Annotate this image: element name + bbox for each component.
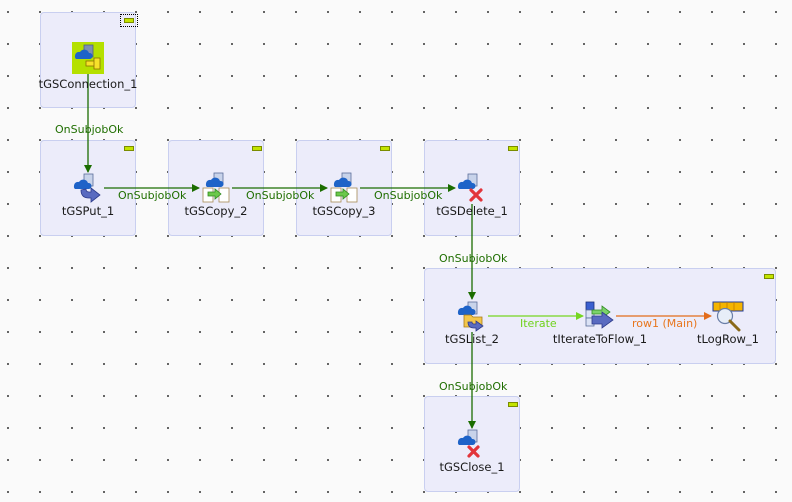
link-label-row1-main[interactable]: row1 (Main) — [632, 317, 698, 330]
component-tgsdelete-1[interactable]: tGSDelete_1 — [407, 172, 537, 218]
subjob-collapse-button[interactable] — [764, 274, 774, 279]
link-label-onsubjobok[interactable]: OnSubjobOk — [118, 189, 187, 202]
component-tgsconnection-1[interactable]: tGSConnection_1 — [23, 40, 153, 100]
gs-put-icon — [72, 172, 104, 204]
component-tgscopy-2[interactable]: tGSCopy_2 — [151, 172, 281, 218]
component-label: tGSPut_1 — [61, 204, 115, 218]
component-tgscopy-3[interactable]: tGSCopy_3 — [279, 172, 409, 218]
component-label: tGSCopy_2 — [184, 204, 248, 218]
subjob-collapse-button[interactable] — [124, 146, 134, 151]
subjob-collapse-button[interactable] — [120, 14, 138, 27]
component-label: tGSConnection_1 — [38, 77, 138, 91]
link-label-onsubjobok[interactable]: OnSubjobOk — [55, 123, 124, 136]
component-label: tGSCopy_3 — [312, 204, 376, 218]
component-label: tIterateToFlow_1 — [552, 332, 648, 346]
component-tgsput-1[interactable]: tGSPut_1 — [23, 172, 153, 218]
link-label-iterate[interactable]: Iterate — [520, 317, 557, 330]
component-label: tGSDelete_1 — [436, 204, 508, 218]
subjob-collapse-button[interactable] — [508, 146, 518, 151]
subjob-collapse-button[interactable] — [380, 146, 390, 151]
component-tgsclose-1[interactable]: tGSClose_1 — [407, 428, 537, 474]
link-label-onsubjobok[interactable]: OnSubjobOk — [439, 252, 508, 265]
gs-delete-icon — [456, 172, 488, 204]
iterate-to-flow-icon — [584, 300, 616, 332]
component-label: tGSList_2 — [445, 332, 499, 346]
log-row-icon — [712, 300, 744, 332]
link-label-onsubjobok[interactable]: OnSubjobOk — [374, 189, 443, 202]
gs-copy-icon — [200, 172, 232, 204]
component-label: tGSClose_1 — [439, 460, 505, 474]
link-label-onsubjobok[interactable]: OnSubjobOk — [246, 189, 315, 202]
component-tlogrow-1[interactable]: tLogRow_1 — [663, 300, 792, 346]
gs-connection-key-icon — [72, 42, 104, 74]
subjob-collapse-button[interactable] — [252, 146, 262, 151]
gs-close-icon — [456, 428, 488, 460]
link-label-onsubjobok[interactable]: OnSubjobOk — [439, 380, 508, 393]
subjob-collapse-button[interactable] — [508, 402, 518, 407]
component-titeratetoflow-1[interactable]: tIterateToFlow_1 — [535, 300, 665, 346]
gs-copy-icon — [328, 172, 360, 204]
component-label: tLogRow_1 — [696, 332, 760, 346]
gs-list-icon — [456, 300, 488, 332]
component-tgslist-2[interactable]: tGSList_2 — [407, 300, 537, 346]
